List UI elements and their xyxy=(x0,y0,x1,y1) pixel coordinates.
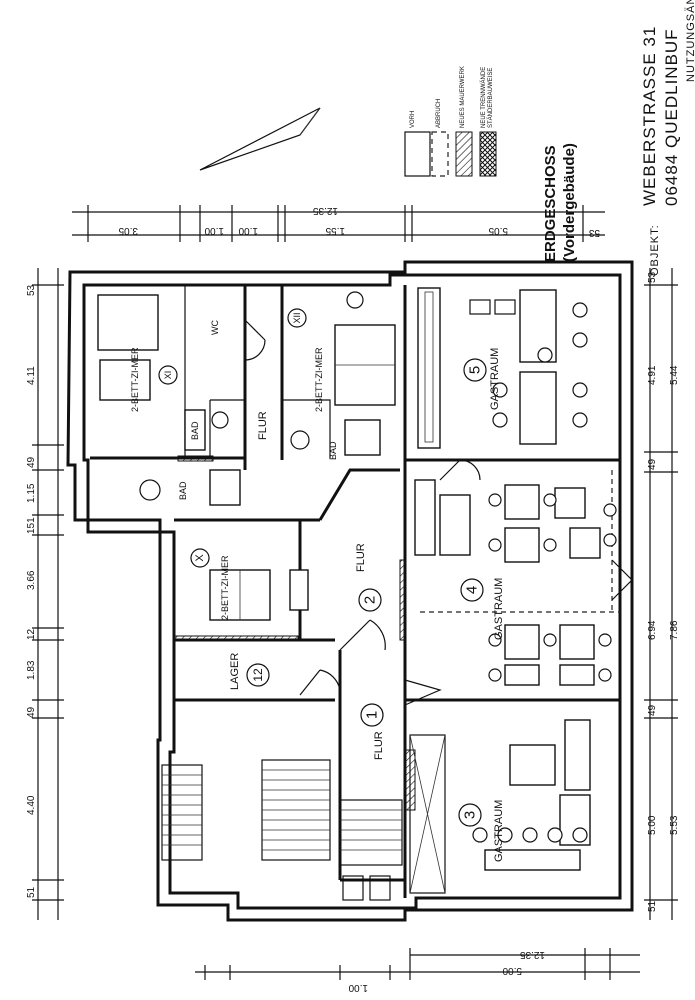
dim-right-9: 51 xyxy=(647,900,658,912)
dim-top-total: 12.35 xyxy=(313,205,338,216)
bottom-dimension-chain: 5.00 1.00 12.35 xyxy=(195,948,640,993)
room-3-number: 3 xyxy=(462,811,479,819)
legend-label-vorh: VORH xyxy=(410,111,416,128)
dim-left-0: 53 xyxy=(26,284,37,296)
room-x-label: 2-BETT-ZI-MER xyxy=(220,555,230,620)
right-dimension-chain: 53 4.91 5.44 49 6.94 7.86 49 5.00 5.53 5… xyxy=(644,268,680,920)
room-2-label: FLUR xyxy=(355,543,367,572)
object-label: OBJEKT: xyxy=(649,224,661,276)
dim-left-8: 49 xyxy=(26,706,37,718)
dim-left-9: 4.40 xyxy=(26,795,37,815)
address-city: 06484 QUEDLINBUF xyxy=(662,28,681,206)
kitchen-counter xyxy=(409,734,446,894)
dim-bottom-1: 1.00 xyxy=(348,982,368,993)
dim-top-1: 1.00 xyxy=(204,225,224,236)
room-xii-number: XII xyxy=(292,312,302,323)
legend-label-trennwaende-1: NEUE TRENNWÄNDE xyxy=(480,67,487,128)
room-1-label: FLUR xyxy=(373,731,385,760)
north-arrow-icon xyxy=(199,107,321,171)
legend-label-mauerwerk: NEUES MAUERWERK xyxy=(460,66,466,128)
new-wall-gastraum xyxy=(399,559,407,641)
room-1-number: 1 xyxy=(364,711,381,719)
furniture-room4 xyxy=(414,479,617,686)
bad-right-label: BAD xyxy=(328,441,338,460)
room-labels: FLUR FLUR GASTRAUM GASTRAUM GASTRAUM LAG… xyxy=(130,320,505,862)
address-street: WEBERSTRASSE 31 xyxy=(640,26,659,206)
bad-top-left-label: BAD xyxy=(190,421,200,440)
room-4-label: GASTRAUM xyxy=(493,578,505,640)
top-dimension-chain: 3.05 1.00 1.00 1.55 5.05 53 12.35 xyxy=(72,205,605,242)
new-wall-bad xyxy=(177,455,214,462)
legend-swatch-demolition xyxy=(431,131,449,177)
dim-right-4: 6.94 xyxy=(647,620,658,640)
dim-left-4: 151 xyxy=(26,517,37,534)
room-xii-label: 2-BETT-ZI-MER xyxy=(314,347,324,412)
furniture-room3 xyxy=(472,719,591,871)
dim-left-5: 3.66 xyxy=(26,570,37,590)
dim-right-1: 4.91 xyxy=(647,365,658,385)
demolition-line xyxy=(420,470,620,613)
dim-top-0: 3.05 xyxy=(118,225,138,236)
new-wall-lager xyxy=(172,635,299,642)
dim-left-7: 1.83 xyxy=(26,660,37,680)
outer-walls xyxy=(66,260,634,922)
room-xi-label: 2-BETT-ZI-MER xyxy=(130,347,140,412)
room-5-label: GASTRAUM xyxy=(489,348,501,410)
furniture-bedrooms xyxy=(97,291,396,621)
legend-swatch-new-masonry xyxy=(455,131,473,177)
stair-left xyxy=(161,759,331,861)
room-xi-number: XI xyxy=(163,371,173,380)
legend-label-trennwaende-2: STÄNDERBAUWEISE xyxy=(487,68,494,128)
dim-right-7: 5.00 xyxy=(647,815,658,835)
dim-left-2: 49 xyxy=(26,456,37,468)
left-dimension-chain: 53 4.11 49 1.15 151 3.66 12 1.83 49 4.40… xyxy=(26,268,64,920)
floor-subtitle: (Vordergebäude) xyxy=(561,143,578,262)
dim-right-8: 5.53 xyxy=(669,815,680,835)
room-12-label: LAGER xyxy=(229,653,241,690)
legend-label-abbruch: ABBRUCH xyxy=(436,99,442,128)
dim-bottom-0: 5.00 xyxy=(502,965,522,976)
dim-right-5: 7.86 xyxy=(669,620,680,640)
room-x-number: X xyxy=(194,554,206,562)
room-2-number: 2 xyxy=(362,596,379,604)
dim-left-1: 4.11 xyxy=(26,366,37,385)
floor-title: ERDGESCHOSS xyxy=(542,145,559,262)
dim-right-0: 53 xyxy=(647,271,658,283)
furniture-room5 xyxy=(417,287,588,449)
dim-right-2: 5.44 xyxy=(669,365,680,385)
room-5-number: 5 xyxy=(467,366,484,374)
room-4-number: 4 xyxy=(464,586,481,594)
bad-middle-label: BAD xyxy=(178,481,188,500)
dim-top-3: 1.55 xyxy=(325,225,345,236)
dim-right-3: 49 xyxy=(647,458,658,470)
doors xyxy=(244,319,633,706)
dim-top-2: 1.00 xyxy=(238,225,258,236)
dim-bottom-total: 12.35 xyxy=(520,949,545,960)
dim-top-5: 53 xyxy=(588,227,600,238)
cutoff-text: NUTZUNGSÄNDEI xyxy=(685,0,695,82)
legend-swatch-existing xyxy=(404,131,431,177)
legend: VORH ABBRUCH NEUES MAUERWERK NEUE TRENNW… xyxy=(404,66,497,177)
dim-right-6: 49 xyxy=(647,704,658,716)
legend-swatch-new-partition xyxy=(479,131,497,177)
flur-top-label: FLUR xyxy=(257,411,269,440)
wc-label: WC xyxy=(210,320,220,335)
room-3-label: GASTRAUM xyxy=(493,800,505,862)
stair-entrance xyxy=(339,799,403,901)
dim-left-10: 51 xyxy=(26,886,37,898)
dim-top-4: 5.05 xyxy=(488,225,508,236)
room-numbers: 1 2 3 4 5 12 X XI XII xyxy=(158,308,487,827)
dim-left-6: 12 xyxy=(26,628,37,640)
dim-left-3: 1.15 xyxy=(26,483,37,503)
room-12-number: 12 xyxy=(251,668,265,682)
